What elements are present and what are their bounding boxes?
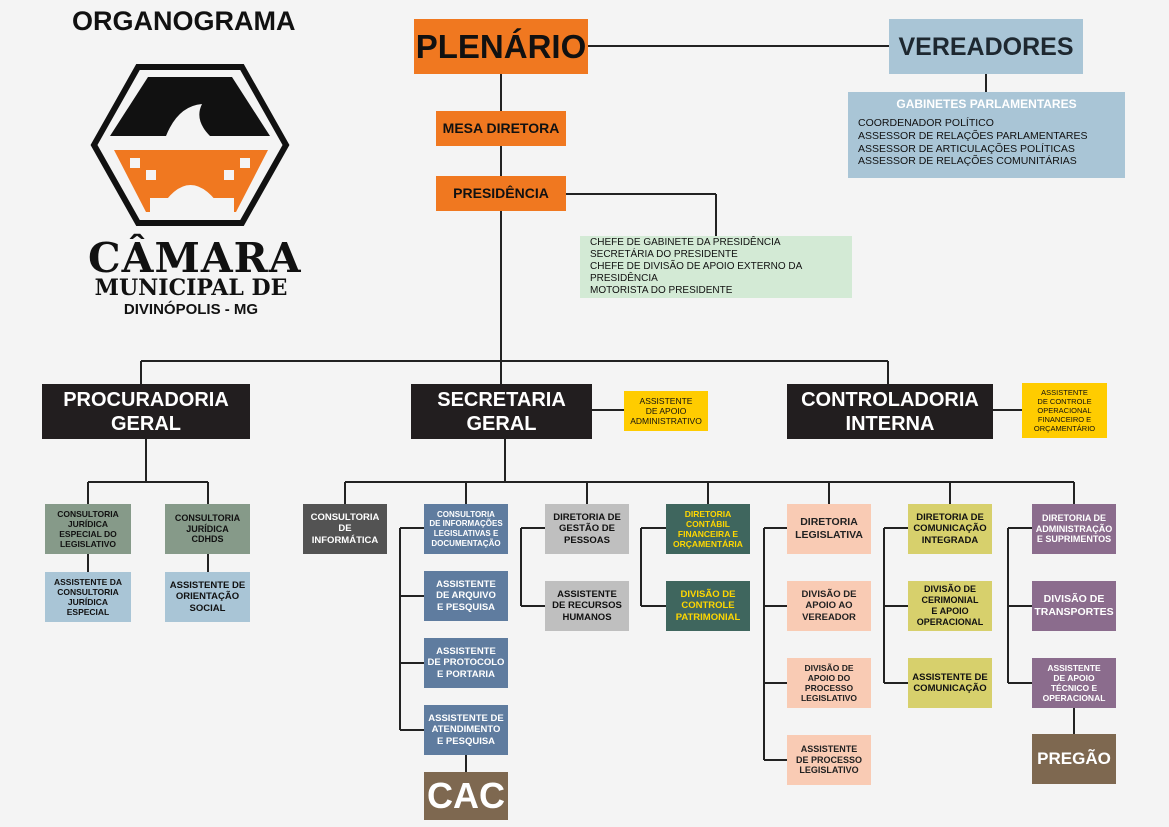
pregao-box: PREGÃO [1032, 734, 1116, 784]
mesa-diretora-box: MESA DIRETORA [436, 111, 566, 146]
vereadores-box: VEREADORES [889, 19, 1083, 74]
logo-city: DIVINÓPOLIS - MG [123, 301, 259, 318]
cac-box: CAC [424, 772, 508, 820]
presidencia-staff-box: CHEFE DE GABINETE DA PRESIDÊNCIA SECRETÁ… [580, 236, 852, 298]
gabinetes-box: GABINETES PARLAMENTARES COORDENADOR POLÍ… [848, 92, 1125, 178]
assistente-controle-operacional-box: Assistentede ControleOperacionalFinancei… [1022, 383, 1107, 438]
page-title: ORGANOGRAMA [72, 6, 296, 36]
logo-name-line2: MUNICIPAL DE [94, 275, 288, 301]
presidencia-box: PRESIDÊNCIA [436, 176, 566, 211]
plenario-box: PLENÁRIO [414, 19, 588, 74]
camara-logo-emblem [90, 64, 290, 226]
logo-name-line1: CÂMARA [88, 234, 302, 282]
